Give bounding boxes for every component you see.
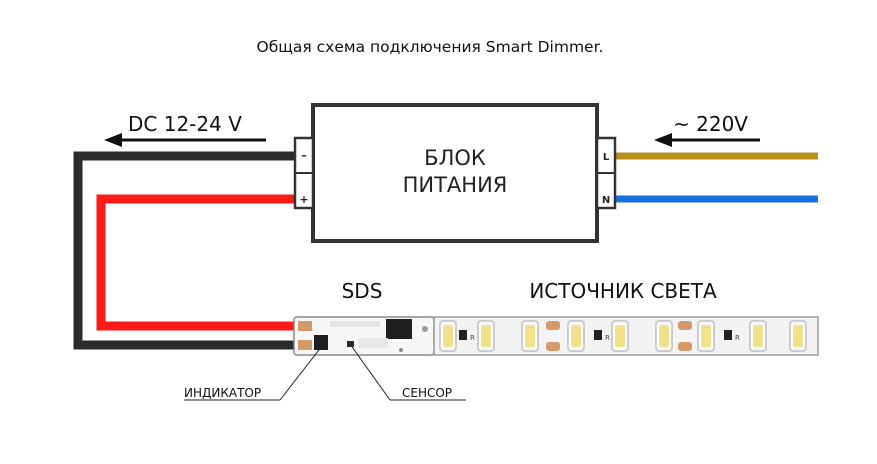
solder-pad [678,321,692,330]
led-phosphor [525,325,535,347]
indicator-led [314,335,328,350]
led-phosphor [753,325,763,347]
sds-module [293,316,435,356]
terminal-N: N [602,195,610,206]
sds-label: SDS [342,279,383,303]
led-phosphor [615,325,625,347]
red-wire [96,194,304,331]
sds-chip [386,319,412,339]
dc-voltage-label: DC 12-24 V [128,112,242,136]
led-phosphor [481,325,491,347]
black-wire [73,151,304,350]
terminal-L: L [603,152,610,163]
solder-pad [546,321,560,330]
terminal-minus: – [301,149,307,162]
resistor-mark: R [735,334,740,342]
sensor-callout [349,343,466,401]
led-phosphor [659,325,669,347]
resistor-mark: R [470,334,475,342]
solder-pad [678,342,692,351]
resistor [459,330,467,340]
diagram-title: Общая схема подключения Smart Dimmer. [257,38,604,56]
indicator-label: ИНДИКАТОР [184,386,261,400]
led-phosphor [701,325,711,347]
solder-pad [546,342,560,351]
light-source-label: ИСТОЧНИК СВЕТА [529,279,717,303]
power-supply-block: – + L N БЛОК ПИТАНИЯ [293,103,617,243]
led-phosphor [571,325,581,347]
sensor-label: СЕНСОР [402,386,452,400]
dc-arrow-icon [104,133,266,147]
resistor [724,330,732,340]
ac-arrow-icon [654,133,760,147]
indicator-callout [184,345,323,401]
ac-voltage-label: ~ 220V [673,112,748,136]
resistor-mark: R [605,334,610,342]
psu-label-line2: ПИТАНИЯ [403,173,508,197]
psu-label-line1: БЛОК [424,146,486,170]
led-phosphor [443,325,453,347]
led-phosphor [793,325,803,347]
resistor [594,330,602,340]
terminal-plus: + [299,193,308,206]
